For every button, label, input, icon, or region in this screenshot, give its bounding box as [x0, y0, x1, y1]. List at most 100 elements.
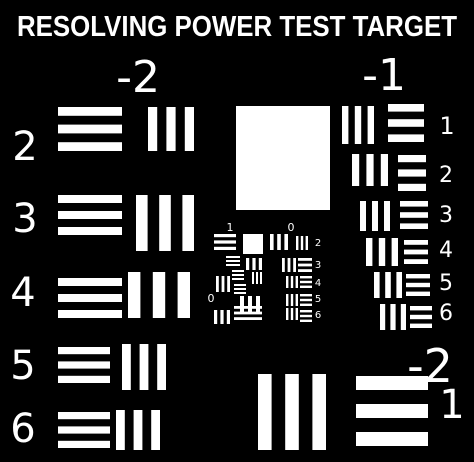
group-m1-el6-vertical-bar	[380, 304, 386, 330]
group-m1-el3-horizontal-bar	[400, 223, 428, 229]
group-m1-el2-horizontal-bar	[398, 169, 426, 177]
group-m1-el4-vertical-bar	[378, 238, 386, 266]
group-0-el4-vertical-bar	[252, 272, 254, 284]
group-0-el4b-horizontal-bar	[300, 285, 312, 288]
element-label-center-2: 2	[315, 238, 321, 249]
element-label-center-3: 3	[315, 260, 321, 271]
group-0-el6b-vertical-bar	[220, 310, 224, 324]
group-m1-el2-vertical-bar	[366, 154, 374, 186]
group-m1-el4-horizontal-bar	[404, 240, 428, 245]
group-0-el4-horizontal-bar	[232, 270, 244, 272]
group-0-el3b-vertical-bar	[287, 258, 291, 272]
group-0-el6-vertical-bar	[248, 296, 252, 314]
group-0-el4b-horizontal-bar	[300, 276, 312, 279]
group-m2-el6-horizontal-bar	[58, 412, 110, 420]
group-0-el3b-vertical-bar	[293, 258, 296, 272]
group-0-el7-horizontal-bar	[300, 310, 312, 313]
group-m2-el4-horizontal-bar	[58, 310, 122, 318]
group-m1-el1-vertical-bar	[354, 106, 362, 144]
group-m2-el4-horizontal-bar	[58, 278, 122, 286]
group-m2-el3-horizontal-bar	[58, 195, 122, 203]
bar-patterns	[58, 104, 432, 450]
group-0-el5b-vertical-bar	[290, 294, 294, 306]
group-0-el5b-vertical-bar	[295, 294, 298, 306]
group-m1-el6-horizontal-bar	[410, 314, 432, 320]
group-0-el2-vertical-bar	[296, 236, 299, 250]
group-m2-el2-vertical-bar	[148, 107, 158, 151]
group-m1-el1-horizontal-bar	[388, 119, 424, 127]
element-label-center-5: 5	[315, 294, 321, 305]
group-m1-el3-vertical-bar	[360, 201, 366, 231]
group-0-el4-vertical-bar	[256, 272, 258, 284]
group-m2-el3-horizontal-bar	[58, 211, 122, 219]
group-1-el1-horizontal-bar	[214, 234, 236, 238]
group-0-el3-vertical-bar	[246, 258, 250, 270]
group-m2-el5-vertical-bar	[157, 344, 166, 390]
element-label-center-left-0: 0	[208, 292, 215, 305]
group-m2-el3-vertical-bar	[136, 195, 148, 251]
element-label-left-4: 4	[10, 270, 35, 316]
group-label-minus-1: -1	[362, 50, 406, 101]
group-1-el1-vertical-bar	[284, 234, 288, 250]
group-m2-el6-horizontal-bar	[58, 426, 110, 434]
center-small-square	[243, 234, 263, 254]
title: RESOLVING POWER TEST TARGET	[17, 11, 457, 43]
group-m2-el6-vertical-bar	[151, 410, 160, 450]
group-0-el6b-vertical-bar	[226, 310, 230, 324]
group-m2-el3-vertical-bar	[182, 195, 194, 251]
group-m2-el6-horizontal-bar	[58, 440, 110, 448]
group-label-center-1: 1	[227, 221, 234, 234]
group-0-el5-horizontal-bar	[234, 292, 246, 294]
group-0-el7-vertical-bar	[290, 308, 294, 320]
group-0-el6-vertical-bar	[256, 296, 260, 314]
element-label-right-4: 4	[439, 238, 453, 263]
group-m2-el4-vertical-bar	[177, 272, 190, 318]
group-0-el2-horizontal-bar	[226, 260, 240, 262]
group-1-el1-horizontal-bar	[214, 246, 236, 250]
element-label-center-6: 6	[315, 310, 321, 321]
group-m1-el4-vertical-bar	[391, 238, 398, 266]
group-m2-lower-vertical-bar	[285, 374, 299, 450]
group-m1-el6-horizontal-bar	[410, 323, 432, 328]
group-m1-el5-horizontal-bar	[406, 274, 430, 279]
group-0-el5-vertical-bar	[216, 276, 219, 292]
group-m2-el2-horizontal-bar	[58, 107, 122, 116]
element-label-right-2: 2	[439, 163, 453, 188]
group-m1-el4-horizontal-bar	[404, 249, 428, 255]
group-0-el4b-vertical-bar	[286, 276, 289, 288]
group-0-el6b-vertical-bar	[214, 310, 218, 324]
group-m2-el3-vertical-bar	[159, 195, 171, 251]
center-square	[236, 106, 330, 210]
group-0-el5b-vertical-bar	[286, 294, 289, 306]
element-label-right-5: 5	[439, 271, 453, 296]
group-m2-el5-vertical-bar	[139, 344, 149, 390]
group-0-el3-horizontal-bar	[298, 258, 312, 261]
group-0-el3b-vertical-bar	[282, 258, 285, 272]
group-0-el5-vertical-bar	[221, 276, 225, 292]
group-0-el7-horizontal-bar	[300, 319, 312, 322]
group-m2-el3-horizontal-bar	[58, 227, 122, 235]
group-m2-el5-horizontal-bar	[58, 347, 110, 355]
element-label-left-5: 5	[10, 343, 35, 389]
group-m1-el3-horizontal-bar	[400, 212, 428, 218]
group-0-el7-vertical-bar	[286, 308, 289, 320]
group-0-el5b-horizontal-bar	[300, 298, 312, 302]
group-m2-lower-horizontal-bar	[356, 432, 428, 446]
group-m1-el1-vertical-bar	[342, 106, 349, 144]
group-m2-el5-horizontal-bar	[58, 375, 110, 383]
element-label-lower-right-1: 1	[439, 382, 464, 428]
group-m1-el5-vertical-bar	[396, 272, 402, 298]
group-m1-el3-vertical-bar	[372, 201, 378, 231]
group-m1-el5-vertical-bar	[374, 272, 380, 298]
group-1-el1-vertical-bar	[277, 234, 281, 250]
group-m1-el6-horizontal-bar	[410, 306, 432, 311]
group-0-el3-horizontal-bar	[298, 263, 312, 267]
group-0-el7-vertical-bar	[295, 308, 298, 320]
group-m2-el5-vertical-bar	[122, 344, 131, 390]
group-0-el4-horizontal-bar	[232, 278, 244, 280]
group-0-el2-horizontal-bar	[226, 256, 240, 258]
group-m2-lower-horizontal-bar	[356, 376, 428, 390]
group-m1-el3-horizontal-bar	[400, 201, 428, 207]
group-0-el4b-vertical-bar	[295, 276, 298, 288]
group-label-minus-2: -2	[116, 52, 160, 103]
